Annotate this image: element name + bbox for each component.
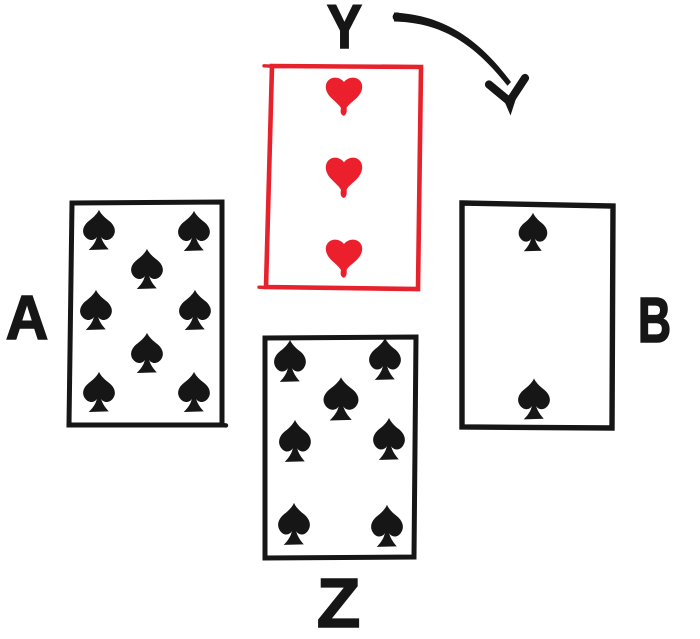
svg-text:Y: Y [327, 0, 362, 62]
svg-text:B: B [638, 285, 671, 356]
svg-text:A: A [6, 283, 49, 353]
svg-text:Z: Z [317, 564, 361, 639]
